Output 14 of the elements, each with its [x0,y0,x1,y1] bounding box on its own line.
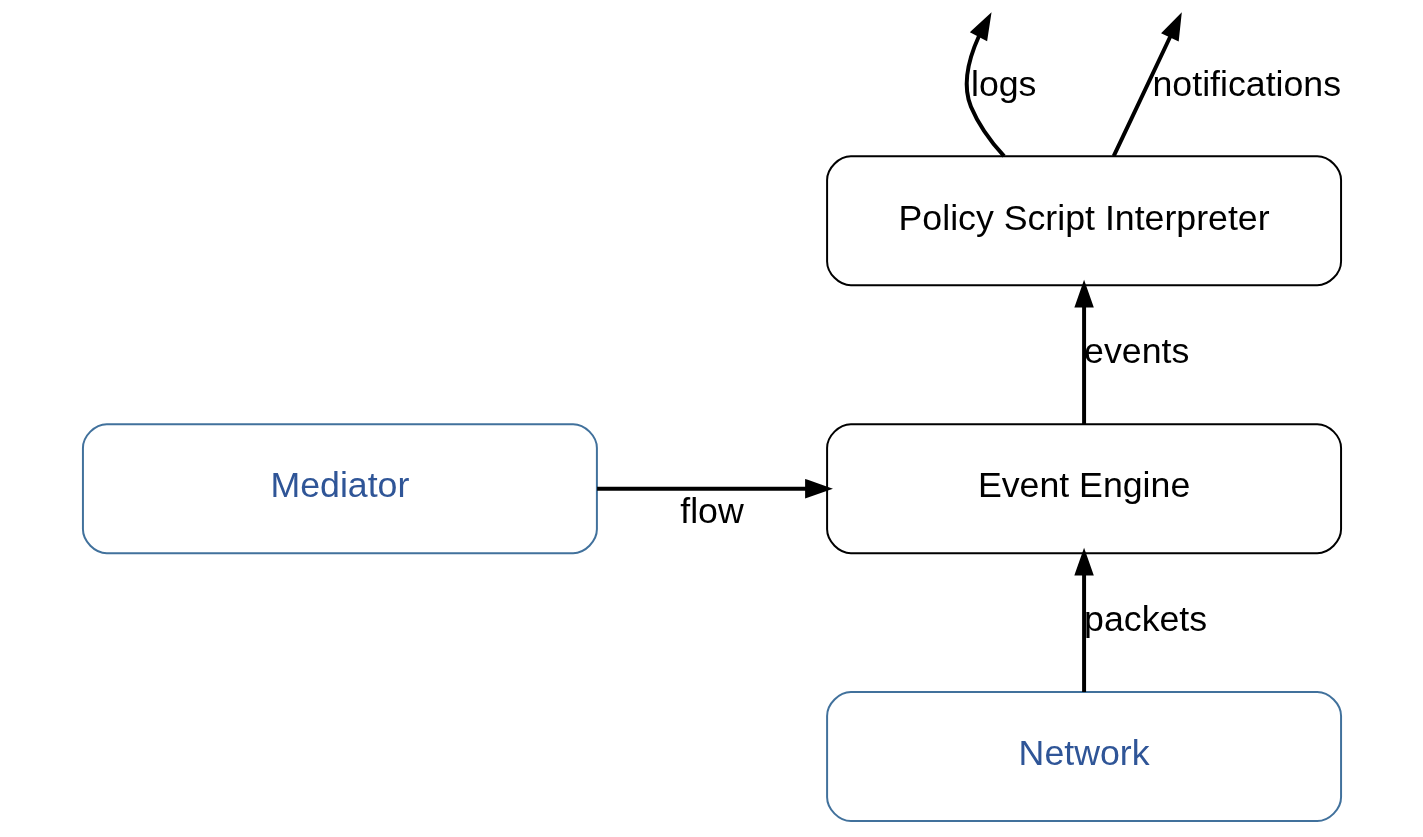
edge-label: flow [679,491,744,532]
node-box: Network [825,691,1342,823]
edge-label: events [1083,331,1189,372]
node-box: Event Engine [825,423,1342,555]
arrow [596,478,833,499]
arrow [964,12,1006,158]
node-box: Mediator [81,423,598,555]
arrow [1073,547,1094,693]
edge-label: notifications [1152,63,1341,104]
edge-label: packets [1083,599,1207,640]
node-box: Policy Script Interpreter [825,155,1342,287]
edge-label: logs [970,63,1036,104]
arrow [1111,12,1182,157]
arrow [1073,279,1094,425]
